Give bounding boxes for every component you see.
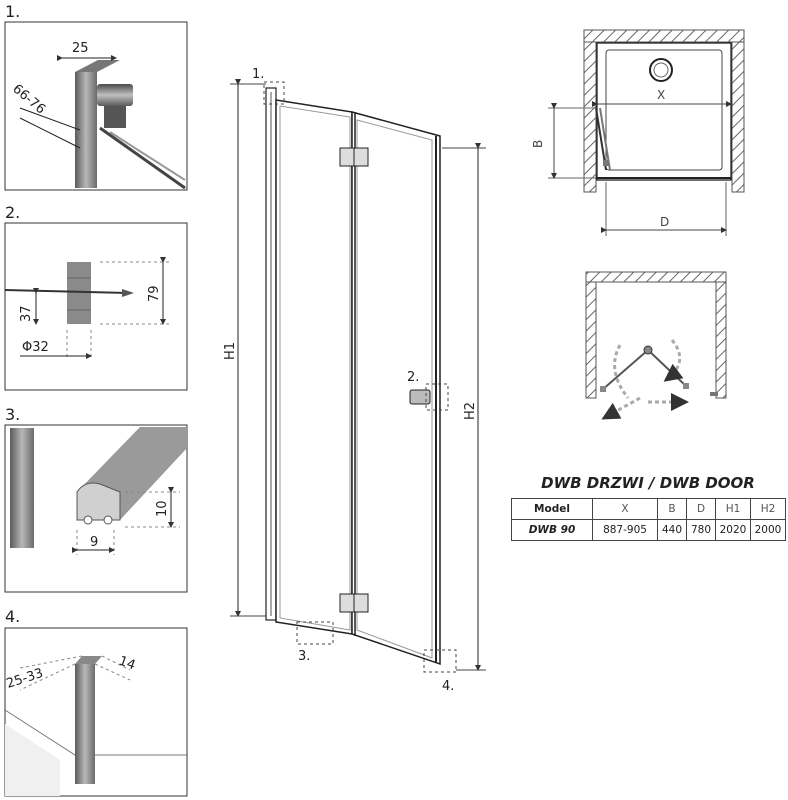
spec-header-d: D — [686, 498, 716, 520]
detail-2-number: 2. — [5, 203, 20, 222]
callout-box-1 — [263, 81, 285, 105]
spec-cell-x: 887-905 — [592, 519, 658, 541]
knob-body — [67, 262, 91, 324]
handle-rod — [4, 289, 131, 294]
opening-view — [585, 271, 727, 420]
plan-d-label: D — [660, 215, 669, 229]
plan-view: X B D — [531, 29, 745, 236]
dim-9: 9 — [90, 535, 98, 550]
panel-open-1 — [601, 349, 649, 391]
bottom-profile — [75, 664, 95, 784]
dim-37: 37 — [19, 305, 34, 322]
spec-cell-h1: 2020 — [715, 519, 751, 541]
callout-3: 3. — [298, 649, 310, 664]
detail-1: 1. 25 66-76 — [4, 2, 188, 191]
spec-row: DWB 90 887-905 440 780 2020 2000 — [511, 519, 786, 541]
spec-header-row: Model X B D H1 H2 — [511, 498, 786, 520]
spec-header-model: Model — [511, 498, 593, 520]
h1-label: H1 — [223, 342, 238, 360]
spec-cell-d: 780 — [686, 519, 716, 541]
spec-header-h2: H2 — [750, 498, 786, 520]
plan-b-label: B — [531, 140, 545, 148]
shower-tray — [596, 42, 732, 181]
spec-cell-h2: 2000 — [750, 519, 786, 541]
door-handle — [409, 389, 431, 405]
callout-2: 2. — [407, 370, 419, 385]
door-panel-2 — [351, 111, 441, 666]
plan-x-label: X — [657, 88, 665, 102]
detail-3-number: 3. — [5, 405, 20, 424]
dim-line-66 — [19, 107, 81, 131]
side-profile — [10, 428, 34, 548]
profile-top — [75, 60, 120, 72]
spec-header-b: B — [657, 498, 687, 520]
dim-14: 14 — [117, 654, 138, 674]
spec-table: Model X B D H1 H2 DWB 90 887-905 440 780… — [511, 498, 786, 541]
wall-profile — [75, 72, 97, 188]
seal-profile — [76, 482, 121, 521]
dim-phi32: Φ32 — [22, 340, 49, 355]
door-panel-1 — [275, 99, 353, 635]
callout-4: 4. — [442, 679, 454, 694]
detail-2: 2. 79 37 Φ32 — [4, 203, 188, 391]
detail-4-number: 4. — [5, 607, 20, 626]
h2-label: H2 — [463, 402, 478, 420]
hinge-cap — [97, 84, 133, 106]
dim-10: 10 — [155, 500, 170, 517]
spec-cell-b: 440 — [657, 519, 687, 541]
spec-cell-model: DWB 90 — [511, 519, 593, 541]
glass-edge — [99, 126, 186, 190]
spec-header-h1: H1 — [715, 498, 751, 520]
dim-line-66b — [19, 117, 81, 149]
spec-header-x: X — [592, 498, 658, 520]
detail-3: 3. 10 9 — [4, 405, 188, 593]
callout-box-4 — [423, 649, 457, 673]
dim-25: 25 — [72, 41, 89, 56]
hinge-block — [104, 106, 126, 128]
detail-4: 4. 25-33 14 — [4, 607, 188, 797]
detail-1-number: 1. — [5, 2, 20, 21]
spec-title: DWB DRZWI / DWB DOOR — [541, 474, 755, 492]
callout-1: 1. — [252, 67, 264, 82]
drain — [649, 58, 673, 82]
callout-box-3 — [296, 621, 334, 645]
door-front-view: H1 2. 1. 3. 4. H2 — [223, 67, 486, 694]
glass-edge-2 — [109, 131, 186, 181]
dim-79: 79 — [147, 285, 162, 302]
